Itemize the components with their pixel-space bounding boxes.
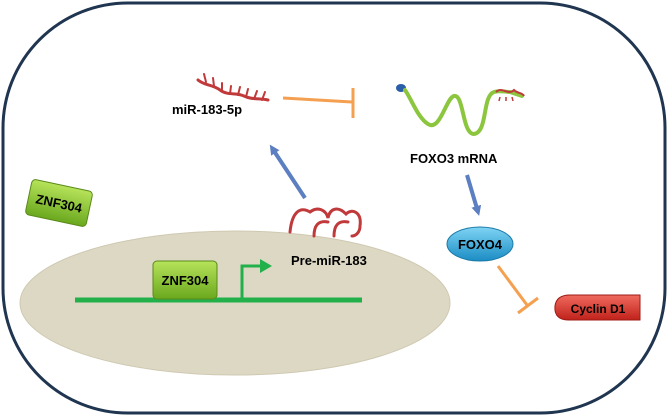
znf304-cytoplasm-box: ZNF304 bbox=[25, 179, 93, 227]
translation-arrow bbox=[465, 174, 482, 216]
cyclin-d1-label: Cyclin D1 bbox=[571, 302, 626, 316]
znf304-nucleus-label: ZNF304 bbox=[162, 273, 210, 288]
foxo3-mrna-label: FOXO3 mRNA bbox=[410, 151, 498, 166]
foxo4-inhibition-bar bbox=[517, 296, 539, 315]
promoter-arrow-head bbox=[260, 259, 272, 273]
foxo4-label: FOXO4 bbox=[458, 237, 503, 252]
mirna-molecule bbox=[196, 73, 270, 102]
nucleus bbox=[19, 230, 451, 376]
cyclin-d1-node: Cyclin D1 bbox=[554, 294, 641, 321]
foxo3-mrna bbox=[396, 84, 525, 137]
mirna-label: miR-183-5p bbox=[172, 102, 242, 117]
pre-mirna-label: Pre-miR-183 bbox=[291, 253, 367, 268]
mirna-inhibition-line bbox=[282, 96, 353, 104]
znf304-nucleus-box: ZNF304 bbox=[152, 260, 218, 300]
processing-arrow bbox=[269, 144, 307, 200]
foxo4-node: FOXO4 bbox=[446, 226, 514, 262]
promoter-arrow bbox=[240, 264, 262, 300]
foxo4-inhibition-line bbox=[496, 265, 529, 306]
pre-mirna-hairpin bbox=[288, 207, 362, 238]
